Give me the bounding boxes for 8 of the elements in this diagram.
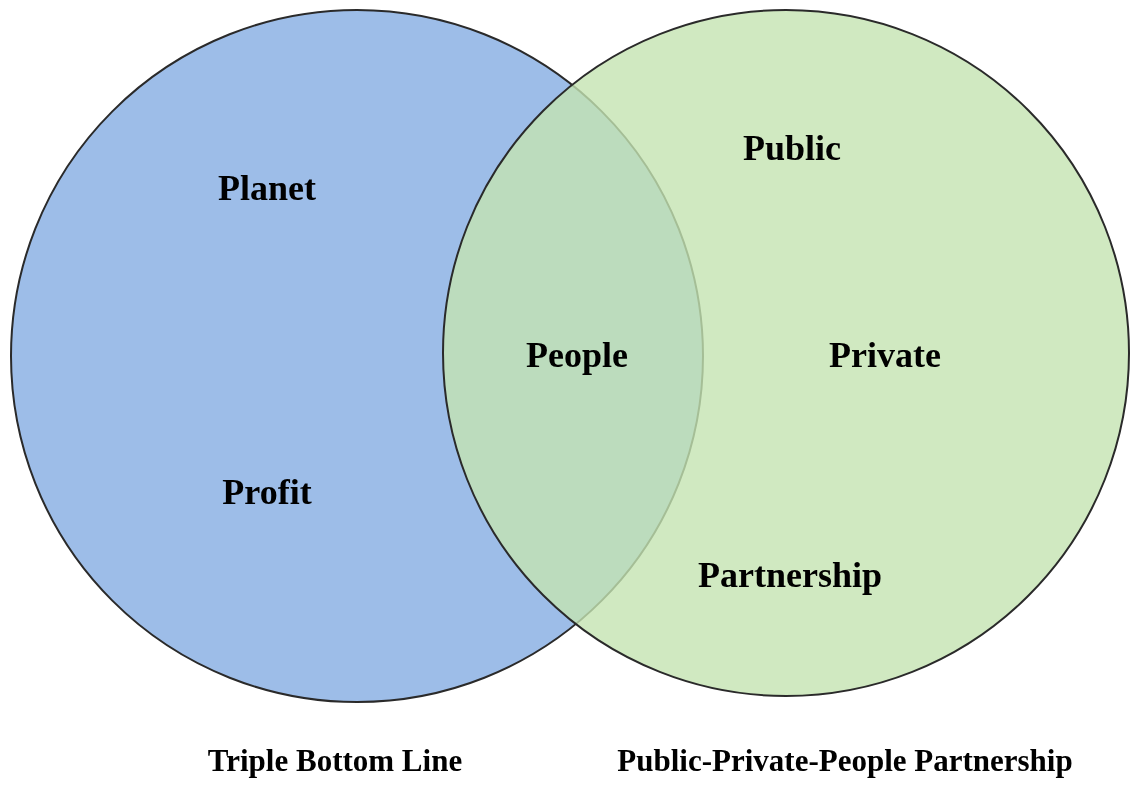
set-label: People (526, 334, 628, 376)
set-label: Profit (222, 471, 312, 513)
set-label: Private (829, 334, 941, 376)
circle-caption: Public-Private-People Partnership (617, 743, 1073, 779)
circle-caption: Triple Bottom Line (207, 743, 463, 779)
set-label: Planet (218, 167, 316, 209)
set-label: Public (743, 127, 841, 169)
set-label: Partnership (698, 554, 882, 596)
